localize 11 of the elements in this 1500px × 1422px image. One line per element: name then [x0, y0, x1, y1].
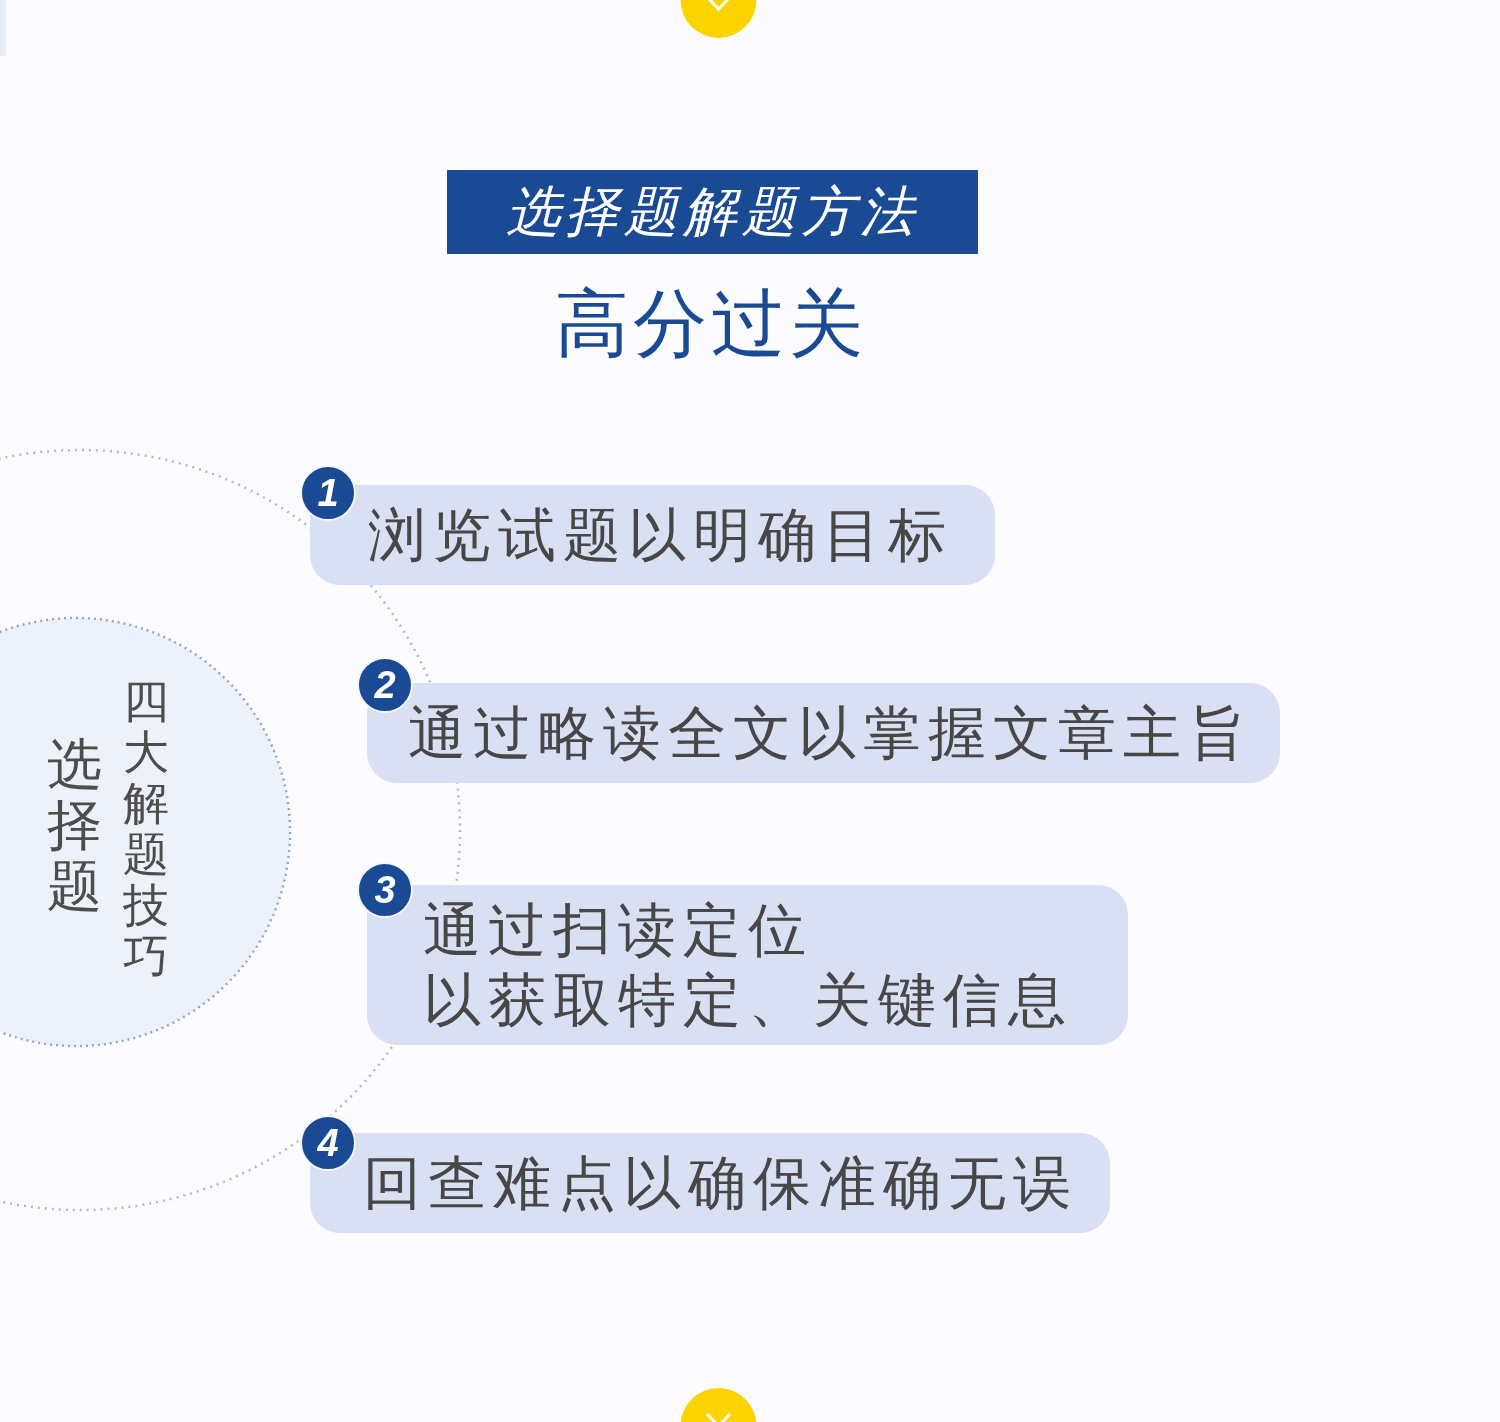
- step-text: 浏览试题以明确目标: [368, 500, 953, 570]
- step-text: 回查难点以确保准确无误: [363, 1148, 1078, 1218]
- circle-heading: 选择题: [46, 734, 103, 917]
- number-badge: 2: [357, 657, 413, 713]
- number-badge: 3: [357, 862, 413, 918]
- number-badge: 1: [300, 465, 356, 521]
- step-text: 通过扫读定位以获取特定、关键信息: [423, 895, 1073, 1035]
- circle-subheading: 四大解题技巧: [122, 676, 170, 982]
- subtitle: 高分过关: [555, 283, 867, 365]
- number-badge: 4: [300, 1115, 356, 1171]
- title-banner: 选择题解题方法: [447, 170, 978, 254]
